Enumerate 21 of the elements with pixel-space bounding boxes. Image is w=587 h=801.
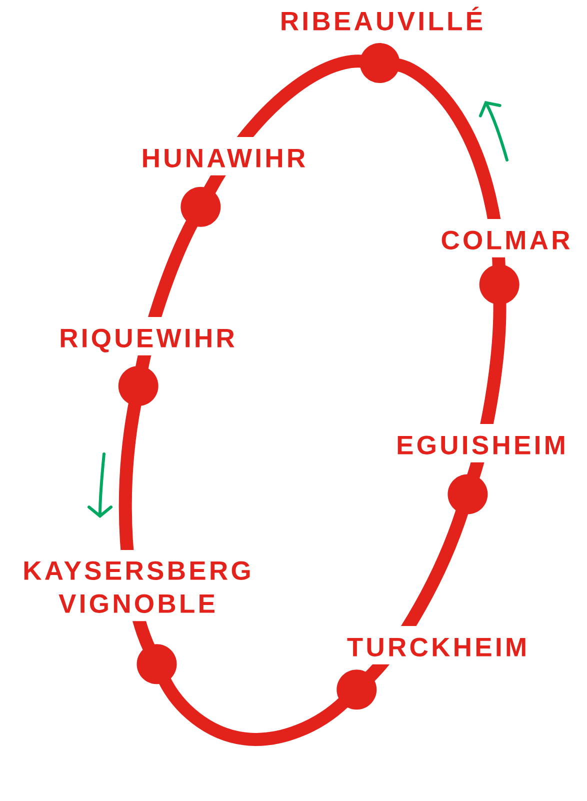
route-line bbox=[119, 400, 156, 652]
stop-dot bbox=[136, 644, 177, 684]
stop-dot bbox=[118, 366, 158, 406]
route-line bbox=[135, 218, 199, 372]
route-line bbox=[202, 54, 364, 196]
route-line bbox=[466, 300, 506, 481]
stop-dot bbox=[479, 264, 520, 305]
place-name: HUNAWIHR bbox=[143, 148, 306, 168]
stop-dot bbox=[448, 474, 488, 514]
stop-dot bbox=[336, 670, 377, 710]
place-name: EGUISHEIM bbox=[398, 436, 564, 454]
place-name: RIQUEWIHR bbox=[60, 328, 234, 352]
route-line bbox=[158, 676, 350, 746]
place-name: KAYSERSBERG VIGNOBLE bbox=[24, 561, 250, 613]
stop-dot bbox=[360, 43, 400, 84]
place-name: TURCKHEIM bbox=[347, 638, 526, 656]
route-line bbox=[364, 508, 469, 683]
stop-dot bbox=[180, 186, 221, 227]
route-line bbox=[394, 58, 506, 269]
place-name: COLMAR bbox=[442, 230, 570, 250]
place-name: RIBEAUVILLÉ bbox=[282, 6, 482, 30]
